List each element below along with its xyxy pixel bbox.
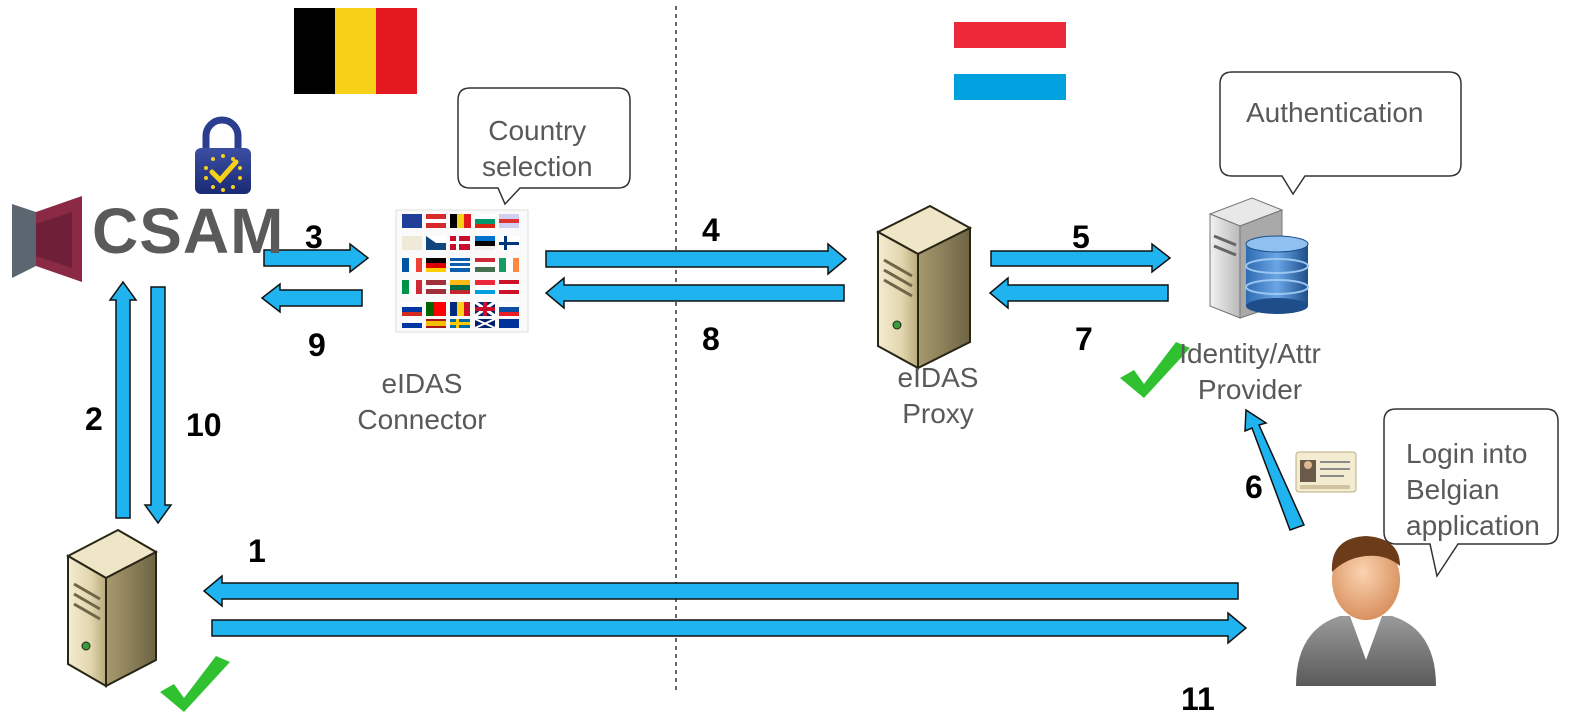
arrow-step-3 <box>263 242 370 274</box>
arrow-step-2 <box>108 280 138 519</box>
proxy-label-line2: Proxy <box>902 398 974 429</box>
proxy-label-line1: eIDAS <box>897 362 979 393</box>
step-number: 5 <box>1072 219 1090 255</box>
login-line2: Belgian <box>1406 474 1500 505</box>
csam-logo <box>12 196 82 282</box>
step-number: 1 <box>248 533 266 569</box>
proxy-server-icon <box>875 204 973 370</box>
checkmark-icon <box>1120 342 1190 398</box>
country-selection-text: Country selection <box>482 113 593 185</box>
arrow-step-8 <box>544 276 845 310</box>
country-selection-line2: selection <box>482 151 593 182</box>
arrow-step-7 <box>988 276 1169 310</box>
arrow-step-6 <box>1244 408 1306 531</box>
csam-logo-text: CSAM <box>92 195 285 267</box>
arrow-step-4 <box>545 242 848 276</box>
arrow-step-9 <box>260 282 363 314</box>
step-number: 9 <box>308 327 326 363</box>
step-number: 10 <box>186 407 222 443</box>
step-number: 11 <box>1181 681 1215 717</box>
database-server-icon <box>1204 196 1312 324</box>
luxembourg-flag-icon <box>954 22 1066 100</box>
login-line1: Login into <box>1406 438 1528 469</box>
step-number: 2 <box>85 401 103 437</box>
login-line3: application <box>1406 510 1540 541</box>
proxy-label: eIDAS Proxy <box>880 360 996 432</box>
authentication-bubble <box>1219 71 1462 196</box>
eu-padlock-icon <box>195 116 251 194</box>
arrow-step-11 <box>211 611 1248 645</box>
country-flags-icon <box>395 209 529 333</box>
connector-label: eIDAS Connector <box>348 366 496 438</box>
user-icon <box>1296 536 1436 686</box>
id-card-icon <box>1295 451 1357 493</box>
arrow-step-10 <box>143 286 173 525</box>
idp-label-line1: Identity/Attr <box>1179 338 1321 369</box>
step-number: 3 <box>305 219 323 255</box>
connector-label-line1: eIDAS <box>381 368 463 399</box>
login-bubble <box>1383 408 1559 578</box>
connector-label-line2: Connector <box>357 404 487 435</box>
arrow-step-5 <box>990 242 1172 274</box>
idp-label: Identity/Attr Provider <box>1176 336 1324 408</box>
step-number: 7 <box>1075 321 1093 357</box>
flow-arrows <box>108 242 1306 645</box>
checkmark-icon <box>160 656 230 712</box>
step-number: 4 <box>702 212 720 248</box>
country-selection-line1: Country <box>488 115 587 146</box>
arrow-step-1 <box>202 574 1239 608</box>
step-number: 6 <box>1245 469 1263 505</box>
idp-label-line2: Provider <box>1197 374 1303 405</box>
authentication-text: Authentication <box>1246 97 1424 128</box>
login-text: Login into Belgian application <box>1406 436 1540 544</box>
country-selection-bubble <box>457 87 631 206</box>
application-server-icon <box>65 528 159 688</box>
belgium-flag-icon <box>294 8 417 94</box>
step-number: 8 <box>702 321 720 357</box>
